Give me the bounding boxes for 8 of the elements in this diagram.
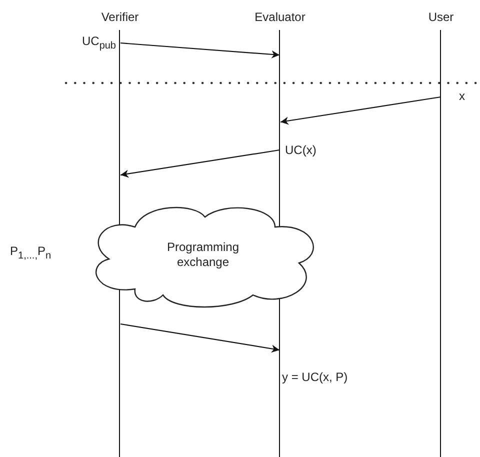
arrow — [120, 42, 280, 58]
node-label: P$_{1,...,}$P$_{n}$ — [10, 244, 52, 262]
participant-label: User — [427, 10, 455, 24]
arrow — [120, 323, 280, 353]
arrow — [120, 149, 280, 178]
participant-label: Evaluator — [254, 10, 306, 24]
arrow — [280, 96, 441, 125]
participant-label: Verifier — [100, 10, 140, 24]
